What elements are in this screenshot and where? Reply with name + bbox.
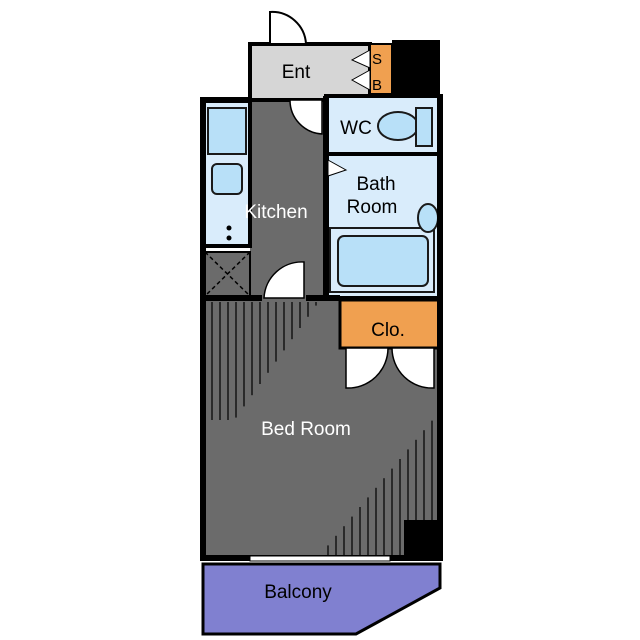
- label-bedroom: Bed Room: [261, 419, 351, 440]
- shoe-box-door: [350, 69, 371, 91]
- toilet-tank: [415, 107, 433, 147]
- label-shoe-box-1: S: [372, 51, 382, 68]
- label-bath-1: Bath: [356, 174, 395, 195]
- washer-cross: [204, 251, 251, 297]
- label-balcony: Balcony: [264, 582, 332, 603]
- balcony: [201, 562, 442, 636]
- hall-door: [289, 99, 323, 135]
- pillar-top: [392, 40, 440, 94]
- bathtub-inner: [337, 235, 429, 287]
- closet-door-right: [391, 347, 435, 389]
- label-shoe-box-2: B: [372, 77, 382, 94]
- stove-burner: [226, 225, 232, 231]
- sink: [211, 163, 243, 195]
- shoe-box-door: [350, 49, 371, 69]
- pillar-bottom: [404, 520, 442, 560]
- wash-basin: [417, 203, 439, 233]
- entrance-floor: [248, 42, 372, 102]
- label-bath-2: Room: [347, 197, 398, 218]
- label-kitchen: Kitchen: [244, 202, 307, 223]
- label-entrance: Ent: [282, 62, 311, 83]
- bedroom-door: [263, 261, 305, 299]
- refrigerator: [207, 107, 247, 155]
- bedroom-floor-hatch: [211, 302, 433, 555]
- label-wc: WC: [340, 118, 372, 139]
- bath-door: [327, 159, 348, 177]
- label-closet: Clo.: [371, 320, 405, 341]
- front-door: [269, 10, 308, 45]
- walls: [200, 94, 443, 561]
- closet-door-left: [345, 347, 389, 389]
- toilet-bowl: [377, 111, 419, 141]
- stove-burner: [226, 235, 232, 241]
- balcony-window: [249, 555, 391, 562]
